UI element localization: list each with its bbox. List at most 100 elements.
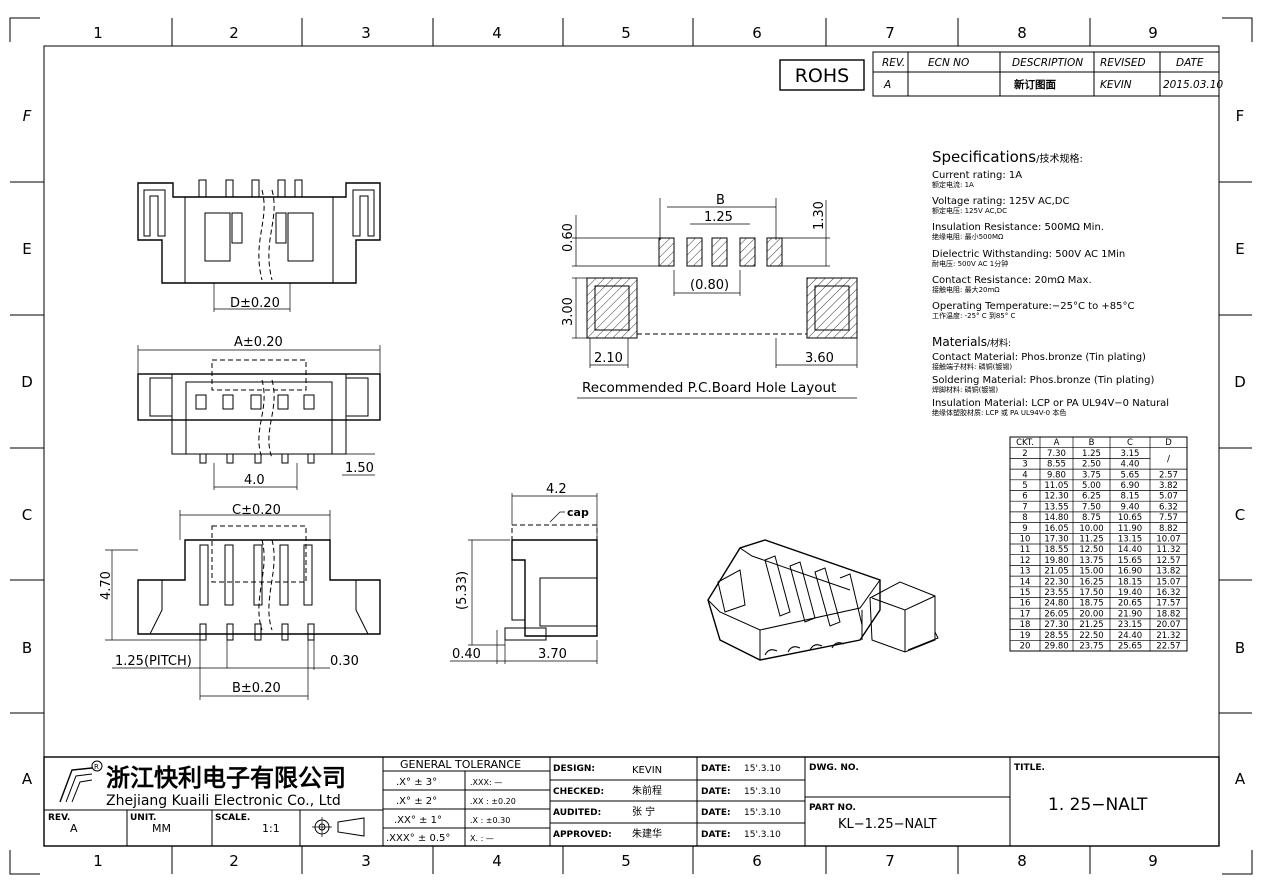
table-cell: 24.80 <box>1044 599 1068 609</box>
table-cell: 15.00 <box>1079 567 1103 577</box>
dim-c: C±0.20 <box>232 503 281 518</box>
table-cell: 23.75 <box>1079 642 1103 652</box>
table-cell: 20 <box>1020 642 1031 652</box>
approved-date: 15'.3.10 <box>744 830 781 840</box>
material-item-cn: 接触端子材料: 磷铜(镀锡) <box>932 362 1012 371</box>
specifications: Specifications/技术规格: Current rating: 1A … <box>932 148 1169 417</box>
table-cell: 8.55 <box>1047 460 1066 470</box>
table-cell: 11.05 <box>1044 481 1068 491</box>
scale-value: 1:1 <box>262 822 280 835</box>
col-label: 6 <box>752 852 762 870</box>
col-label: 2 <box>229 24 239 42</box>
dim-1-50: 1.50 <box>345 461 374 476</box>
spec-item: Current rating: 1A <box>932 170 1022 181</box>
dim-a: A±0.20 <box>234 335 283 350</box>
table-cell: 19.80 <box>1044 556 1068 566</box>
row-label: D <box>21 373 33 391</box>
material-item-cn: 绝缘体塑胶材质: LCP 或 PA UL94V-0 本色 <box>932 408 1066 417</box>
tolerance-linear: .XX : ±0.20 <box>470 797 516 806</box>
audited-label: AUDITED: <box>553 808 601 818</box>
pcb-dim-3-60: 3.60 <box>805 351 834 366</box>
bottom-view-contacts <box>199 544 313 606</box>
table-cell: 4.40 <box>1121 460 1140 470</box>
dim-d: D±0.20 <box>230 296 280 311</box>
table-cell: 6 <box>1022 492 1027 502</box>
table-cell: 21.90 <box>1118 609 1142 619</box>
table-cell: 19.40 <box>1118 588 1142 598</box>
table-cell: 15.07 <box>1156 577 1180 587</box>
approved-name: 朱建华 <box>632 827 662 840</box>
description-value: 新订图面 <box>1014 78 1056 91</box>
table-cell: 3.82 <box>1159 481 1178 491</box>
checked-date: 15'.3.10 <box>744 787 781 797</box>
svg-text:R: R <box>94 763 99 771</box>
material-item: Contact Material: Phos.bronze (Tin plati… <box>932 352 1146 363</box>
frame-corners <box>9 17 1253 875</box>
col-label: 9 <box>1148 852 1158 870</box>
table-cell: 1.25 <box>1082 449 1101 459</box>
pcb-dim-0-60: 0.60 <box>561 223 576 252</box>
table-cell: 11.90 <box>1118 524 1142 534</box>
table-cell: 16.05 <box>1044 524 1068 534</box>
table-cell: 24.40 <box>1118 631 1142 641</box>
table-cell: 16.90 <box>1118 567 1142 577</box>
table-cell: 10 <box>1020 535 1031 545</box>
top-view: D±0.20 <box>137 179 381 312</box>
table-cell: A <box>1054 438 1060 448</box>
table-cell: 5.07 <box>1159 492 1178 502</box>
table-cell: 23.15 <box>1118 620 1142 630</box>
date-header: DATE <box>1176 57 1204 69</box>
dim-5-33: (5.33) <box>455 571 470 610</box>
table-cell: 14.80 <box>1044 513 1068 523</box>
spec-item-cn: 额定电压: 125V AC,DC <box>932 206 1007 215</box>
material-item: Soldering Material: Phos.bronze (Tin pla… <box>932 375 1154 386</box>
dim-3-70: 3.70 <box>538 647 567 662</box>
revised-value: KEVIN <box>1100 79 1132 91</box>
tolerance-title: GENERAL TOLERANCE <box>400 758 521 771</box>
col-label: 7 <box>885 24 895 42</box>
table-cell: 13.75 <box>1079 556 1103 566</box>
revision-block: ROHS REV. ECN NO DESCRIPTION REVISED DAT… <box>779 51 1223 97</box>
checked-date-label: DATE: <box>701 787 731 797</box>
pcb-dim-0-80: (0.80) <box>690 278 729 293</box>
drawing-title: 1. 25−NALT <box>1048 795 1148 815</box>
row-label: B <box>22 639 32 657</box>
row-label: E <box>1235 240 1244 258</box>
table-cell: 23.55 <box>1044 588 1068 598</box>
row-label: E <box>22 240 31 258</box>
tolerance-linear: X. : — <box>470 834 494 843</box>
spec-item: Voltage rating: 125V AC,DC <box>932 196 1069 207</box>
spec-item: Insulation Resistance: 500MΩ Min. <box>932 222 1104 233</box>
table-cell: 21.32 <box>1156 631 1180 641</box>
table-cell: 8 <box>1022 513 1027 523</box>
row-label: C <box>22 506 32 524</box>
table-cell: 13.15 <box>1118 535 1142 545</box>
dim-4-70: 4.70 <box>99 571 114 600</box>
dim-b: B±0.20 <box>232 681 281 696</box>
side-view: 4.2 cap (5.33) 0.40 3.70 <box>450 482 598 664</box>
table-cell: 27.30 <box>1044 620 1068 630</box>
table-cell: 2.50 <box>1082 460 1101 470</box>
pcb-dim-1-25: 1.25 <box>704 210 733 225</box>
table-cell: 13.55 <box>1044 502 1068 512</box>
table-cell: 6.90 <box>1121 481 1140 491</box>
table-cell: 6.25 <box>1082 492 1101 502</box>
bottom-view-pins <box>199 623 315 641</box>
tolerance-linear: .XXX: — <box>470 778 502 787</box>
col-label: 6 <box>752 24 762 42</box>
row-label: B <box>1235 639 1245 657</box>
table-cell: 3 <box>1022 460 1027 470</box>
table-cell: 9 <box>1022 524 1027 534</box>
bottom-view: C±0.20 4.70 1.25(PITCH) 0.30 <box>99 503 381 700</box>
pcb-dim-3-00: 3.00 <box>561 297 576 326</box>
spec-item-cn: 耐电压: 500V AC 1分钟 <box>932 259 1008 268</box>
col-label: 4 <box>492 852 502 870</box>
dwg-no-label: DWG. NO. <box>809 763 859 773</box>
table-cell: 18.75 <box>1079 599 1103 609</box>
checked-label: CHECKED: <box>553 787 604 797</box>
table-cell: 12.30 <box>1044 492 1068 502</box>
table-cell: 12 <box>1020 556 1031 566</box>
front-view: A±0.20 4.0 1.50 <box>137 335 381 490</box>
row-label: F <box>1236 107 1245 125</box>
